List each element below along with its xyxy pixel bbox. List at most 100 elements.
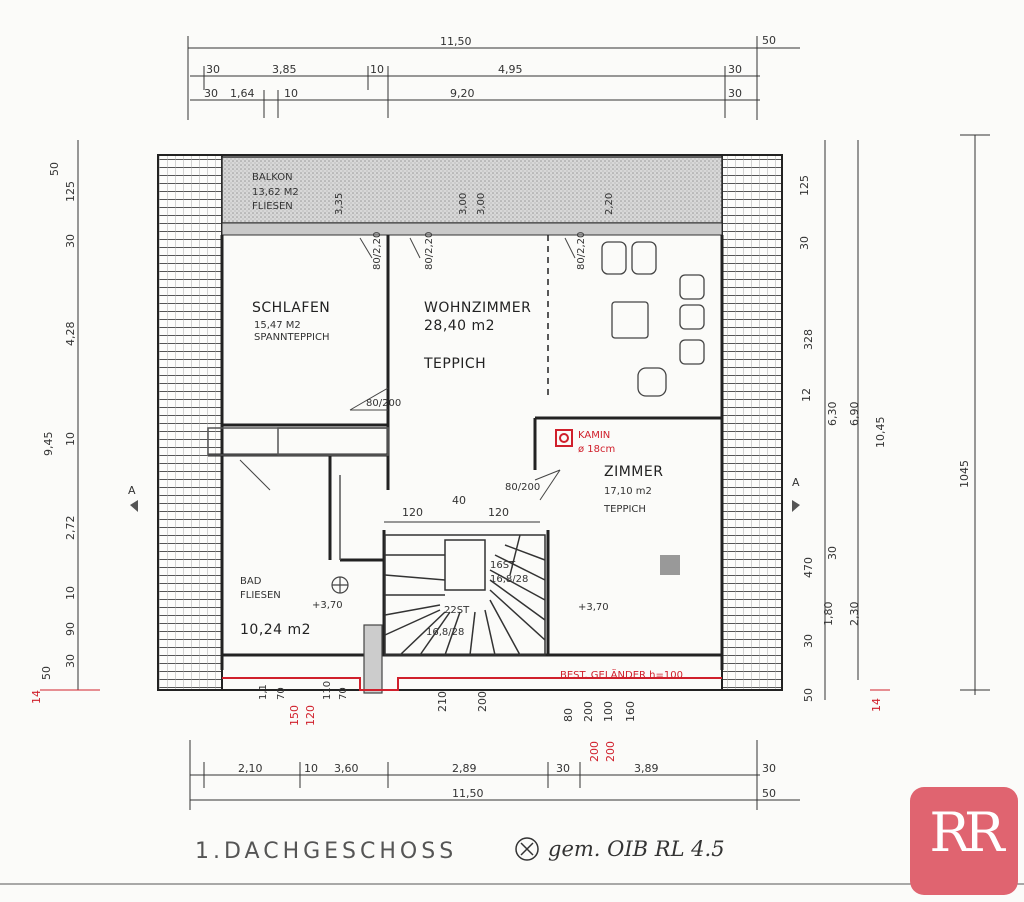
door-dim-0: 3,35 — [334, 193, 345, 215]
bottom-open-7: 160 — [624, 701, 637, 722]
dim-right-2: 328 — [802, 329, 815, 350]
dim-right-5: 30 — [826, 546, 839, 560]
stair-dim-1: 40 — [452, 494, 466, 507]
dim-left-1: 125 — [64, 181, 77, 202]
dim-right-6: 1,80 — [822, 602, 835, 627]
dim-right-mid-3: 2,30 — [848, 602, 861, 627]
left-dimension-labels: 50 125 30 4,28 9,45 10 2,72 10 90 30 50 … — [30, 162, 77, 704]
level-right: +3,70 — [578, 602, 609, 613]
title-note: gem. OIB RL 4.5 — [548, 837, 725, 861]
dim-bottom-4: 30 — [556, 762, 570, 775]
stair-dim-0: 120 — [402, 506, 423, 519]
level-left: +3,70 — [312, 600, 343, 611]
dim-bottom-1: 10 — [304, 762, 318, 775]
bottom-small-0: 1,1 — [258, 684, 269, 700]
wohnzimmer-floor: TEPPICH — [423, 356, 486, 372]
door-dimension-labels: 3,35 3,00 3,00 2,20 80/2,20 80/2,20 80/2… — [334, 193, 615, 493]
stair-ratio: 16,8/28 — [426, 627, 464, 638]
dim-top-r3-2: 10 — [284, 87, 298, 100]
railing-label: BEST. GELÄNDER h=100 — [560, 668, 683, 681]
dim-left-9: 30 — [64, 654, 77, 668]
dim-top-end: 50 — [762, 34, 776, 47]
dim-top-r3-3: 9,20 — [450, 87, 475, 100]
dim-right-mid-2: 10,45 — [874, 417, 887, 449]
zimmer-floor: TEPPICH — [603, 504, 646, 515]
furniture — [601, 241, 705, 397]
dim-top-r3-4: 30 — [728, 87, 742, 100]
bad-name: BAD — [240, 576, 262, 587]
schlafen-floor: SPANNTEPPICH — [254, 332, 329, 343]
opening-0: 80/2,20 — [372, 232, 383, 270]
bottom-open-8: 200 — [588, 741, 601, 762]
dim-top-r2-2: 10 — [370, 63, 384, 76]
kamin-symbol — [555, 429, 573, 447]
dim-left-0: 50 — [48, 162, 61, 176]
zimmer-name: ZIMMER — [604, 464, 663, 480]
balkon-floor: FLIESEN — [252, 201, 293, 212]
balcony-area — [221, 156, 723, 236]
light-walls — [207, 427, 680, 575]
dim-left-6: 2,72 — [64, 516, 77, 541]
bottom-small-1: 70 — [276, 687, 287, 700]
dim-right-3: 12 — [800, 388, 813, 402]
wohnzimmer-name: WOHNZIMMER — [424, 300, 531, 316]
dim-right-mid-0: 6,30 — [826, 402, 839, 427]
dim-bottom-3: 2,89 — [452, 762, 477, 775]
bottom-small-2: 110 — [322, 681, 333, 700]
dim-right-total: 1045 — [958, 460, 971, 488]
logo-text: RR — [929, 801, 1004, 864]
door-dim-1: 3,00 — [458, 193, 469, 215]
dim-top-r2-4: 30 — [728, 63, 742, 76]
dim-right-0: 125 — [798, 175, 811, 196]
staircase — [384, 534, 546, 656]
dim-top-total: 11,50 — [440, 35, 472, 48]
bottom-open-4: 80 — [562, 708, 575, 722]
bottom-dimensions — [189, 740, 800, 810]
dim-bottom-total: 11,50 — [452, 787, 484, 800]
schlafen-area: 15,47 M2 — [254, 320, 301, 331]
schlafen-name: SCHLAFEN — [252, 300, 330, 316]
left-dimensions — [40, 140, 100, 691]
dim-left-4: 9,45 — [42, 432, 55, 457]
zimmer-area: 17,10 m2 — [604, 486, 652, 497]
section-markers — [130, 500, 800, 512]
bath-fixtures — [331, 576, 383, 694]
railing-line — [222, 677, 722, 691]
dim-bottom-2: 3,60 — [334, 762, 359, 775]
top-dimensions — [187, 36, 800, 120]
rr-logo: RR — [910, 787, 1018, 895]
right-dimensions — [824, 134, 990, 700]
opening-3: 80/200 — [366, 398, 401, 409]
dim-right-7: 30 — [802, 634, 815, 648]
dim-bottom-0: 2,10 — [238, 762, 263, 775]
balkon-name: BALKON — [252, 172, 293, 183]
wohnzimmer-area: 28,40 m2 — [424, 318, 495, 334]
door-swings — [239, 237, 576, 501]
bottom-open-5: 200 — [582, 701, 595, 722]
title-text: 1.DACHGESCHOSS — [195, 839, 457, 864]
stair-upper: 16ST — [490, 560, 516, 571]
dim-left-2: 30 — [64, 234, 77, 248]
right-dimension-labels: 125 30 328 12 470 30 1,80 30 50 14 6,30 … — [798, 175, 971, 712]
door-dim-2: 3,00 — [476, 193, 487, 215]
bottom-dimension-labels: 2,10 10 3,60 2,89 30 3,89 30 11,50 50 — [238, 762, 776, 800]
dim-top-r2-0: 30 — [206, 63, 220, 76]
dim-right-1: 30 — [798, 236, 811, 250]
bad-area: 10,24 m2 — [240, 622, 311, 638]
section-right: A — [792, 476, 800, 489]
dim-left-10: 50 — [40, 666, 53, 680]
dim-bottom-6: 30 — [762, 762, 776, 775]
door-dim-3: 2,20 — [604, 193, 615, 215]
dim-bottom-end: 50 — [762, 787, 776, 800]
dim-top-r2-3: 4,95 — [498, 63, 523, 76]
bottom-open-0: 150 — [288, 705, 301, 726]
dim-right-mid-1: 6,90 — [848, 402, 861, 427]
balkon-area: 13,62 M2 — [252, 187, 299, 198]
bottom-small-3: 70 — [338, 687, 349, 700]
roof-hatching — [157, 154, 783, 691]
drawing-title: 1.DACHGESCHOSS gem. OIB RL 4.5 — [0, 837, 1024, 885]
bottom-opening-labels: 150 120 210 200 80 200 100 160 200 200 1… — [258, 681, 637, 762]
dim-left-11: 14 — [30, 690, 43, 704]
bottom-open-3: 200 — [476, 691, 489, 712]
